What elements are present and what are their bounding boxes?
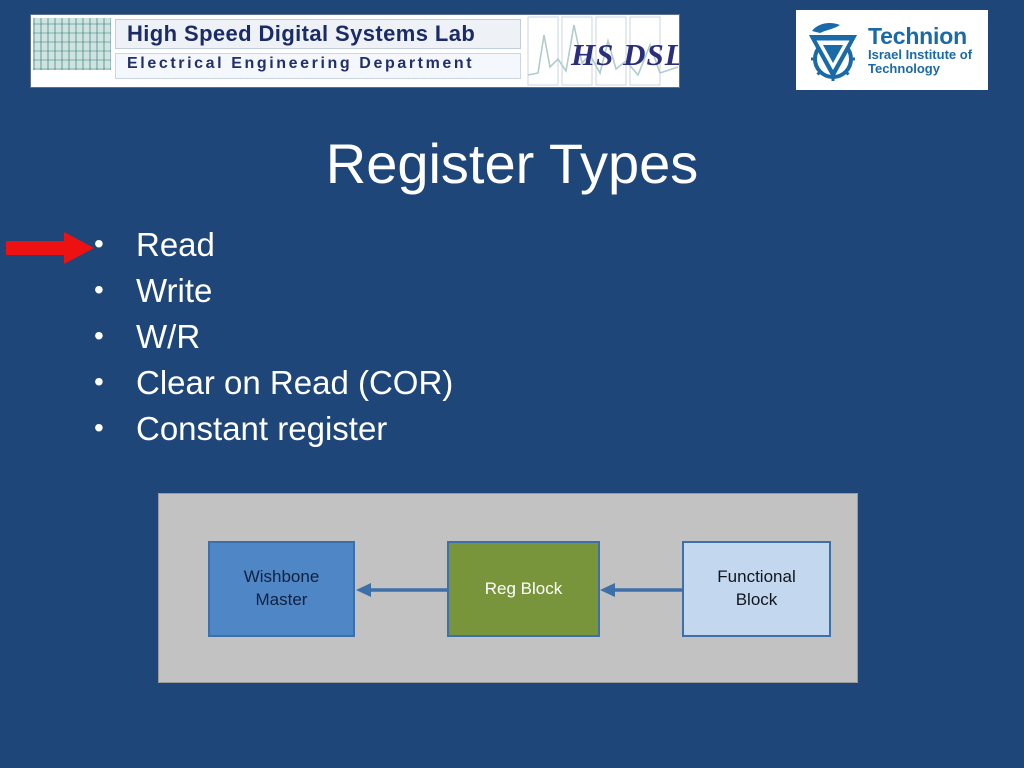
bullet-label: Write: [136, 272, 213, 309]
list-item: • Clear on Read (COR): [90, 362, 730, 408]
circuit-texture-icon: [33, 18, 111, 70]
technion-name-text: Technion: [868, 23, 967, 50]
bullet-marker-icon: •: [94, 320, 104, 351]
hsdsl-title-text: High Speed Digital Systems Lab: [127, 21, 476, 46]
node-label-line2: Master: [255, 590, 308, 609]
arrow-functional-to-regblock-icon: [600, 583, 684, 597]
list-item: • Write: [90, 270, 730, 316]
bullet-marker-icon: •: [94, 228, 104, 259]
bullet-marker-icon: •: [94, 412, 104, 443]
node-label-line1: Functional: [717, 567, 796, 587]
bullet-label: Clear on Read (COR): [136, 364, 454, 401]
node-label-line1: Reg Block: [484, 578, 563, 598]
bullet-list: • Read • Write • W/R • Clear on Read (CO…: [90, 224, 730, 454]
hsdsl-title-plate: [115, 19, 521, 49]
list-item: • W/R: [90, 316, 730, 362]
technion-sub1-text: Israel Institute of: [868, 47, 973, 63]
list-item: • Constant register: [90, 408, 730, 454]
diagram-node-reg-block: Reg Block: [447, 541, 600, 637]
technion-sub2-text: Technology: [868, 60, 940, 76]
node-label-line2: Block: [735, 590, 778, 609]
diagram-node-functional-block: Functional Block: [682, 541, 831, 637]
red-arrow-pointer-icon: [6, 232, 94, 264]
bullet-label: W/R: [136, 318, 201, 355]
waveform-icon: [527, 16, 679, 86]
node-label-line1: Wishbone: [243, 567, 320, 587]
technion-logo: Technion Israel Institute of Technology: [796, 10, 988, 90]
technion-emblem-icon: [809, 23, 857, 81]
hsdsl-subtitle-plate: [115, 53, 521, 79]
technion-wordmark: Technion Israel Institute of Technology: [868, 23, 973, 76]
hsdsl-subtitle-text: Electrical Engineering Department: [127, 55, 475, 72]
bullet-label: Constant register: [136, 410, 388, 447]
hsdsl-mark-text: HS DSL: [571, 37, 680, 72]
bullet-label: Read: [136, 226, 215, 263]
hsdsl-logo-banner: High Speed Digital Systems Lab Electrica…: [30, 14, 680, 88]
bullet-marker-icon: •: [94, 366, 104, 397]
diagram-node-wishbone-master: Wishbone Master: [208, 541, 355, 637]
block-diagram-panel: Wishbone Master Reg Block Functional Blo…: [158, 493, 858, 683]
arrow-regblock-to-wishbone-icon: [356, 583, 449, 597]
bullet-marker-icon: •: [94, 274, 104, 305]
page-title: Register Types: [325, 132, 699, 195]
list-item: • Read: [90, 224, 730, 270]
